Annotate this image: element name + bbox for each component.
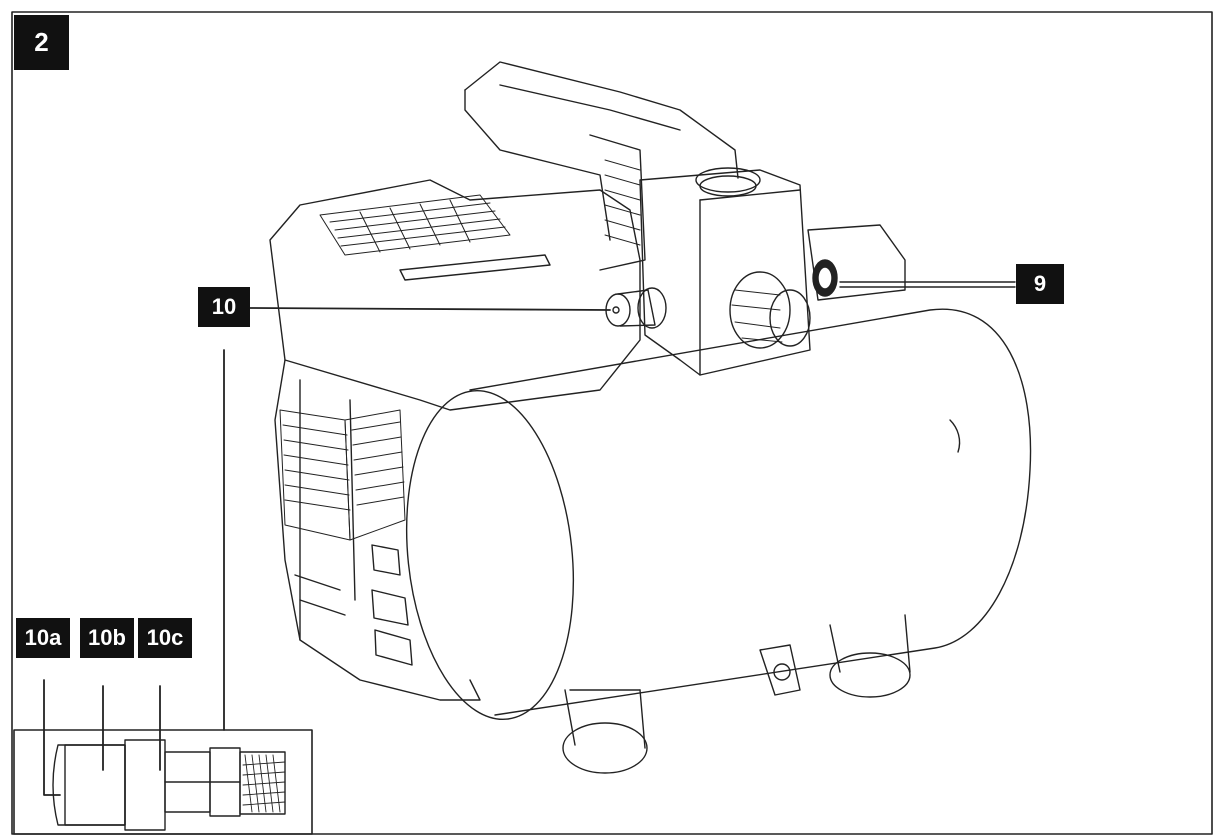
- leader-line-10a: [43, 679, 61, 796]
- pressure-gauge: [807, 224, 906, 301]
- figure-border: [11, 11, 1213, 835]
- callout-10b: 10b: [80, 618, 134, 658]
- leader-line-10: [249, 307, 611, 311]
- tank-feet: [562, 614, 911, 774]
- regulator-knob: [729, 271, 811, 349]
- inset-frame: [13, 729, 313, 835]
- callout-10c: 10c: [138, 618, 192, 658]
- callout-9: 9: [1016, 264, 1064, 304]
- motor-housing: [269, 179, 641, 701]
- part-10a-shape: [52, 744, 126, 826]
- part-10c-shape: [124, 739, 166, 831]
- part-10b-shape: [64, 744, 126, 826]
- compressor-illustration: [269, 61, 1032, 774]
- carry-handle: [464, 61, 739, 271]
- callout-10: 10: [198, 287, 250, 327]
- detail-inset: [13, 679, 313, 835]
- regulator-block: [639, 167, 811, 376]
- air-tank: [405, 308, 1032, 721]
- outlet-coupler: [605, 287, 667, 329]
- drain-valve: [759, 644, 801, 696]
- thread-end: [239, 751, 286, 815]
- figure-number: 2: [14, 15, 69, 70]
- side-grille-right: [344, 409, 406, 541]
- top-vent: [319, 194, 511, 256]
- side-grille-left: [279, 409, 351, 541]
- callout-10a: 10a: [16, 618, 70, 658]
